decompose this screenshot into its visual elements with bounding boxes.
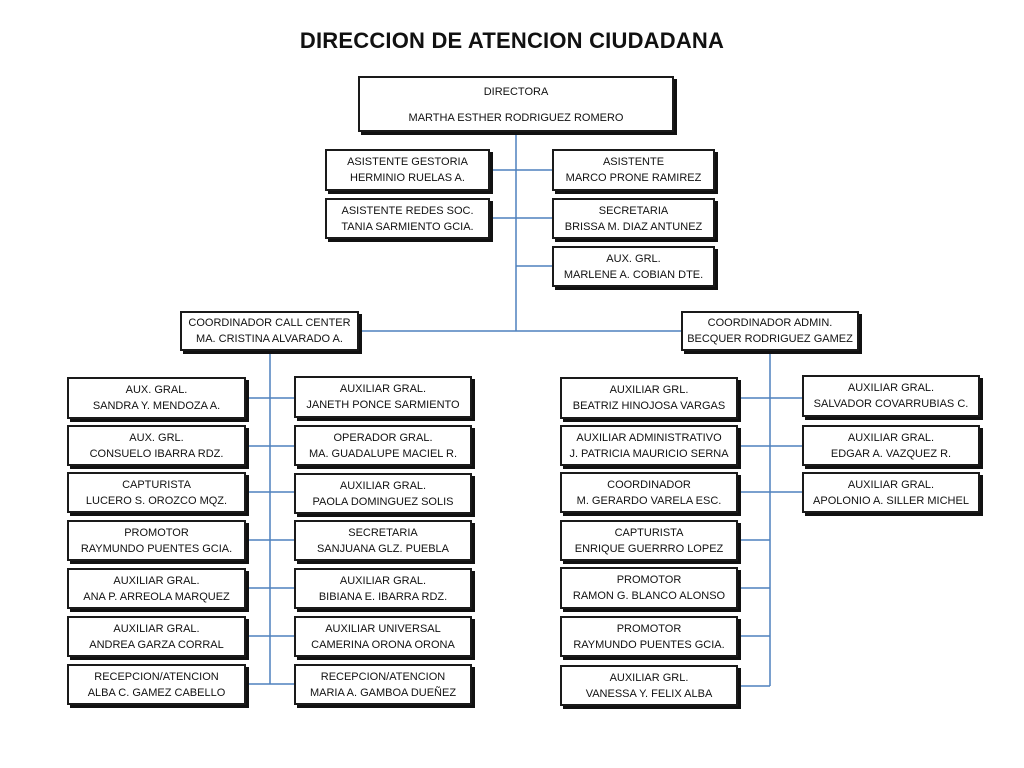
employee-name: ALBA C. GAMEZ CABELLO: [87, 686, 226, 699]
employee-box: AUXILIAR ADMINISTRATIVO J. PATRICIA MAUR…: [560, 425, 738, 466]
staff-role: AUX. GRL.: [606, 252, 661, 265]
coordinator-admin-box: COORDINADOR ADMIN. BECQUER RODRIGUEZ GAM…: [681, 311, 859, 351]
employee-role: AUXILIAR GRAL.: [113, 622, 200, 635]
coordinator-name: MA. CRISTINA ALVARADO A.: [196, 333, 343, 345]
employee-role: PROMOTOR: [616, 574, 682, 586]
employee-name: ANA P. ARREOLA MARQUEZ: [83, 590, 230, 603]
director-name: MARTHA ESTHER RODRIGUEZ ROMERO: [408, 112, 624, 124]
employee-name: M. GERARDO VARELA ESC.: [576, 494, 722, 507]
employee-name: SALVADOR COVARRUBIAS C.: [813, 398, 969, 410]
employee-name: MARIA A. GAMBOA DUEÑEZ: [309, 686, 457, 699]
employee-name: EDGAR A. VAZQUEZ R.: [830, 447, 952, 460]
employee-role: AUXILIAR GRAL.: [339, 574, 427, 587]
employee-role: AUXILIAR UNIVERSAL: [325, 622, 441, 635]
employee-box: AUXILIAR GRL. VANESSA Y. FELIX ALBA: [560, 665, 738, 706]
staff-role: ASISTENTE REDES SOC.: [341, 204, 474, 217]
employee-box: AUXILIAR GRAL. APOLONIO A. SILLER MICHEL: [802, 472, 980, 513]
employee-role: CAPTURISTA: [122, 478, 191, 491]
employee-box: PROMOTOR RAYMUNDO PUENTES GCIA.: [67, 520, 246, 561]
employee-role: AUX. GRL.: [129, 431, 184, 444]
staff-name: MARLENE A. COBIAN DTE.: [563, 268, 704, 281]
coordinator-call-center-box: COORDINADOR CALL CENTER MA. CRISTINA ALV…: [180, 311, 359, 351]
director-role: DIRECTORA: [483, 86, 549, 98]
chart-title: DIRECCION DE ATENCION CIUDADANA: [299, 28, 725, 53]
employee-role: OPERADOR GRAL.: [333, 431, 433, 444]
employee-box: PROMOTOR RAYMUNDO PUENTES GCIA.: [560, 616, 738, 657]
employee-box: AUXILIAR GRAL. PAOLA DOMINGUEZ SOLIS: [294, 473, 472, 514]
employee-name: APOLONIO A. SILLER MICHEL: [813, 494, 969, 507]
employee-name: J. PATRICIA MAURICIO SERNA: [569, 447, 729, 460]
staff-name: TANIA SARMIENTO GCIA.: [341, 220, 474, 233]
staff-box-secretaria: SECRETARIA BRISSA M. DIAZ ANTUNEZ: [552, 198, 715, 239]
employee-name: SANJUANA GLZ. PUEBLA: [316, 542, 450, 555]
employee-box: AUXILIAR GRL. BEATRIZ HINOJOSA VARGAS: [560, 377, 738, 419]
employee-role: AUXILIAR GRAL.: [339, 479, 427, 492]
employee-role: AUXILIAR GRAL.: [847, 382, 935, 394]
employee-role: CAPTURISTA: [614, 526, 684, 539]
employee-role: COORDINADOR: [607, 478, 691, 491]
employee-box: RECEPCION/ATENCION MARIA A. GAMBOA DUEÑE…: [294, 664, 472, 705]
employee-name: CAMERINA ORONA ORONA: [311, 638, 455, 651]
employee-name: JANETH PONCE SARMIENTO: [306, 399, 460, 411]
employee-box: OPERADOR GRAL. MA. GUADALUPE MACIEL R.: [294, 425, 472, 466]
employee-name: RAMON G. BLANCO ALONSO: [572, 590, 726, 602]
employee-name: ANDREA GARZA CORRAL: [89, 638, 224, 651]
employee-role: AUXILIAR GRAL.: [113, 574, 200, 587]
employee-name: ENRIQUE GUERRRO LOPEZ: [574, 542, 724, 555]
employee-role: AUXILIAR GRAL.: [847, 431, 935, 444]
employee-box: AUXILIAR GRAL. ANDREA GARZA CORRAL: [67, 616, 246, 657]
employee-box: SECRETARIA SANJUANA GLZ. PUEBLA: [294, 520, 472, 561]
employee-name: RAYMUNDO PUENTES GCIA.: [573, 638, 725, 651]
employee-name: CONSUELO IBARRA RDZ.: [89, 447, 224, 460]
employee-name: VANESSA Y. FELIX ALBA: [585, 687, 713, 700]
employee-box: RECEPCION/ATENCION ALBA C. GAMEZ CABELLO: [67, 664, 246, 705]
employee-name: RAYMUNDO PUENTES GCIA.: [80, 542, 233, 555]
employee-role: PROMOTOR: [616, 622, 682, 635]
employee-name: LUCERO S. OROZCO MQZ.: [85, 494, 228, 507]
employee-role: AUXILIAR GRAL.: [339, 383, 427, 395]
staff-role: ASISTENTE GESTORIA: [347, 156, 468, 168]
employee-box: CAPTURISTA ENRIQUE GUERRRO LOPEZ: [560, 520, 738, 561]
staff-role: ASISTENTE: [602, 156, 665, 168]
staff-box-asistente-redes: ASISTENTE REDES SOC. TANIA SARMIENTO GCI…: [325, 198, 490, 239]
employee-box: AUX. GRL. CONSUELO IBARRA RDZ.: [67, 425, 246, 466]
coordinator-role: COORDINADOR ADMIN.: [707, 317, 833, 329]
employee-name: MA. GUADALUPE MACIEL R.: [308, 447, 458, 460]
employee-role: SECRETARIA: [348, 526, 418, 539]
director-box: DIRECTORA MARTHA ESTHER RODRIGUEZ ROMERO: [358, 76, 674, 132]
staff-name: MARCO PRONE RAMIREZ: [565, 172, 702, 184]
employee-box: AUXILIAR GRAL. JANETH PONCE SARMIENTO: [294, 376, 472, 418]
employee-box: AUXILIAR GRAL. SALVADOR COVARRUBIAS C.: [802, 375, 980, 417]
employee-role: AUX. GRAL.: [125, 384, 188, 396]
employee-name: BEATRIZ HINOJOSA VARGAS: [572, 400, 726, 412]
employee-box: AUXILIAR GRAL. EDGAR A. VAZQUEZ R.: [802, 425, 980, 466]
employee-role: PROMOTOR: [124, 526, 189, 539]
employee-box: COORDINADOR M. GERARDO VARELA ESC.: [560, 472, 738, 513]
employee-role: AUXILIAR GRL.: [609, 384, 689, 396]
employee-name: SANDRA Y. MENDOZA A.: [92, 400, 221, 412]
employee-role: AUXILIAR GRL.: [609, 671, 689, 684]
staff-role: SECRETARIA: [598, 204, 669, 217]
coordinator-name: BECQUER RODRIGUEZ GAMEZ: [687, 333, 853, 345]
employee-box: AUXILIAR GRAL. ANA P. ARREOLA MARQUEZ: [67, 568, 246, 609]
coordinator-role: COORDINADOR CALL CENTER: [188, 317, 351, 329]
employee-role: RECEPCION/ATENCION: [94, 670, 219, 683]
employee-box: AUX. GRAL. SANDRA Y. MENDOZA A.: [67, 377, 246, 419]
employee-box: CAPTURISTA LUCERO S. OROZCO MQZ.: [67, 472, 246, 513]
staff-box-asistente: ASISTENTE MARCO PRONE RAMIREZ: [552, 149, 715, 191]
employee-role: AUXILIAR GRAL.: [847, 478, 935, 491]
staff-box-asistente-gestoria: ASISTENTE GESTORIA HERMINIO RUELAS A.: [325, 149, 490, 191]
employee-role: AUXILIAR ADMINISTRATIVO: [576, 431, 722, 444]
employee-box: AUXILIAR GRAL. BIBIANA E. IBARRA RDZ.: [294, 568, 472, 609]
staff-name: HERMINIO RUELAS A.: [350, 172, 465, 184]
employee-name: BIBIANA E. IBARRA RDZ.: [318, 590, 448, 603]
employee-role: RECEPCION/ATENCION: [320, 670, 446, 683]
staff-box-aux-grl: AUX. GRL. MARLENE A. COBIAN DTE.: [552, 246, 715, 287]
staff-name: BRISSA M. DIAZ ANTUNEZ: [564, 220, 703, 233]
employee-box: PROMOTOR RAMON G. BLANCO ALONSO: [560, 567, 738, 609]
employee-box: AUXILIAR UNIVERSAL CAMERINA ORONA ORONA: [294, 616, 472, 657]
employee-name: PAOLA DOMINGUEZ SOLIS: [312, 495, 454, 508]
